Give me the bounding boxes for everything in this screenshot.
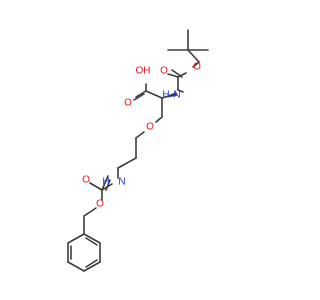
- svg-text:O: O: [96, 199, 104, 210]
- boc-nitrogen-label: H N: [162, 90, 180, 101]
- serine-backbone: [133, 83, 177, 123]
- ether-oxygen-label: O: [146, 122, 154, 133]
- benzene-ring: [67, 233, 101, 272]
- wedge-bond: [162, 92, 177, 98]
- tert-butyl-group: [167, 29, 209, 63]
- svg-text:O: O: [146, 122, 154, 133]
- boc-carbamate: [167, 61, 200, 93]
- boc-carbonyl-oxygen-label: O: [160, 66, 168, 77]
- svg-text:O: O: [124, 98, 132, 109]
- svg-text:N: N: [173, 90, 180, 101]
- acid-hydroxyl-label: OH: [136, 66, 151, 77]
- svg-text:H: H: [102, 177, 109, 188]
- svg-text:N: N: [118, 177, 125, 188]
- ethylene-linker: [117, 131, 145, 179]
- svg-text:O: O: [82, 175, 90, 186]
- cbz-carbamate: [83, 175, 113, 235]
- acid-carbonyl-oxygen-label: O: [124, 98, 132, 109]
- cbz-nitrogen-label: H N: [102, 177, 125, 188]
- boc-ester-oxygen-label: O: [193, 62, 201, 73]
- svg-text:O: O: [193, 62, 201, 73]
- svg-text:O: O: [160, 66, 168, 77]
- svg-text:H: H: [162, 90, 169, 101]
- molecule-structure: OH O H N O O O H N O O: [67, 29, 209, 272]
- cbz-carbonyl-oxygen-label: O: [82, 175, 90, 186]
- svg-text:OH: OH: [136, 66, 151, 77]
- cbz-ester-oxygen-label: O: [96, 199, 104, 210]
